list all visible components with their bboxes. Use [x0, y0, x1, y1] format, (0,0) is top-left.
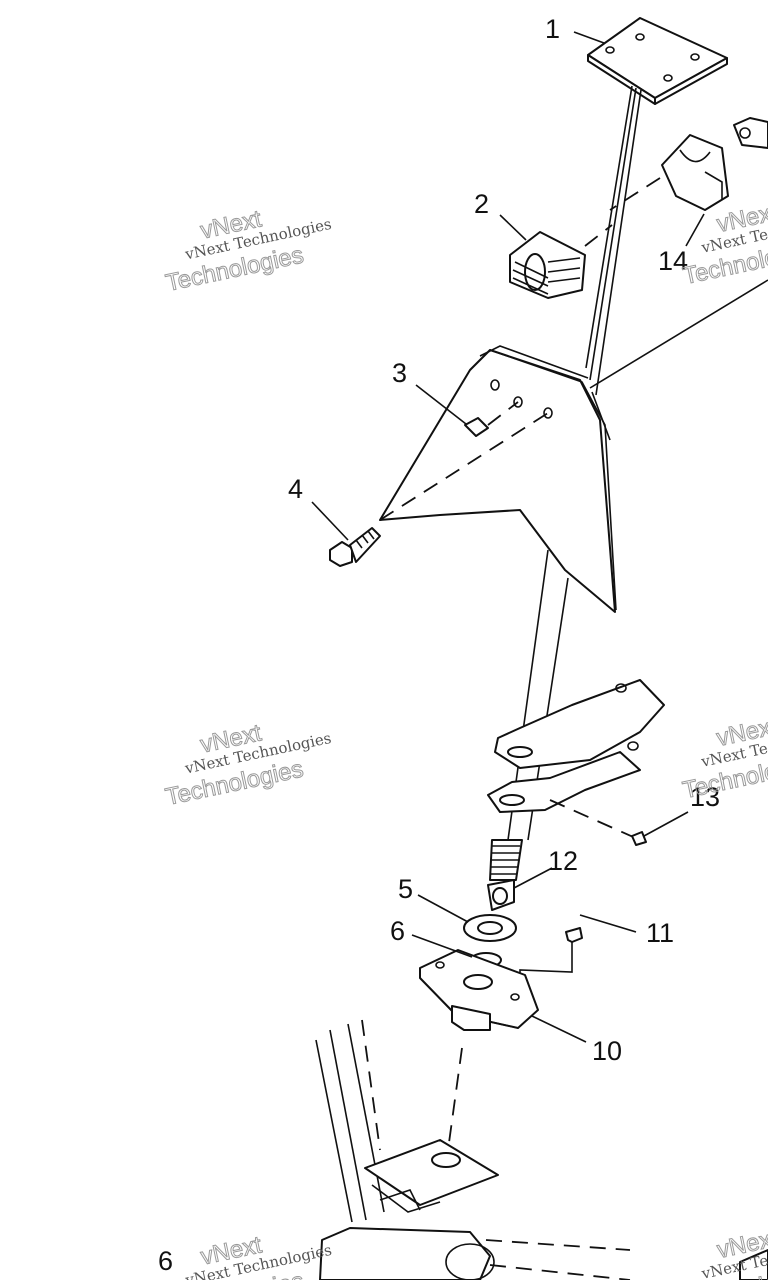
- callout-12: 12: [548, 846, 578, 876]
- callout-labels: 1 2 3 4 5 6 10 11 12 13 14 6: [158, 14, 720, 1276]
- small-screw: [464, 401, 519, 437]
- u-joint: [487, 879, 515, 911]
- rivet-13: [631, 831, 647, 846]
- bolt: [329, 412, 549, 567]
- mount-plate: [587, 17, 728, 105]
- callout-6-lower: 6: [158, 1246, 173, 1276]
- upper-bracket-plate: [494, 679, 665, 769]
- frame-lower: [315, 1019, 768, 1281]
- watermark-bottom-left: vNext vNext Technologies Technologies: [163, 1231, 333, 1285]
- callout-5: 5: [398, 874, 413, 904]
- watermark-upper-left: vNext vNext Technologies Technologies: [163, 205, 333, 298]
- callout-13: 13: [690, 782, 720, 812]
- lead-line-long: [589, 279, 768, 389]
- lower-bracket-plate: [487, 751, 641, 841]
- callout-11: 11: [646, 918, 674, 948]
- watermark-mid-right: vNext vNext Technologies Technologies: [680, 712, 768, 804]
- callout-4: 4: [288, 474, 303, 504]
- washer: [463, 914, 517, 942]
- callout-14: 14: [658, 246, 688, 276]
- callout-10: 10: [592, 1036, 622, 1066]
- block-bushing: [509, 224, 613, 299]
- callout-1: 1: [545, 14, 560, 44]
- callout-6: 6: [390, 916, 405, 946]
- callout-2: 2: [474, 189, 489, 219]
- column-cover: [379, 345, 617, 613]
- bracket-fragment: [733, 117, 768, 149]
- watermark-bottom-right: vNext vNext Technologies Technologies: [680, 1224, 768, 1285]
- steering-column-upper: [585, 85, 642, 396]
- callout-3: 3: [392, 358, 407, 388]
- pin: [519, 927, 583, 990]
- splined-shaft-end: [489, 839, 523, 881]
- callout-leaders: [311, 31, 705, 1043]
- mount-block: [419, 949, 539, 1031]
- watermark-mid-left: vNext vNext Technologies Technologies: [163, 719, 333, 812]
- bushing-half: [609, 134, 729, 211]
